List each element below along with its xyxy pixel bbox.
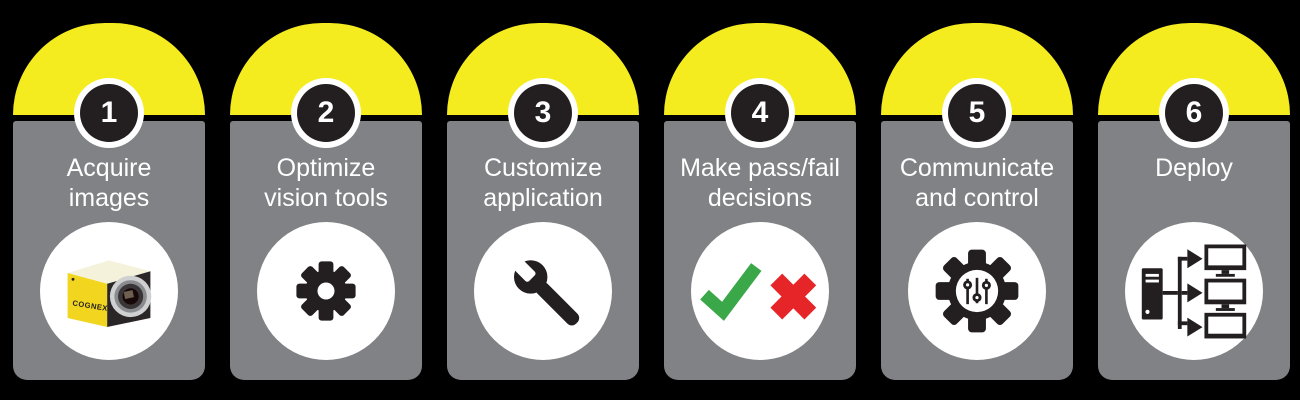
step-number-badge: 3 bbox=[508, 78, 578, 148]
step-number: 4 bbox=[731, 84, 789, 142]
step-icon-circle bbox=[908, 222, 1046, 360]
step-icon-circle bbox=[257, 222, 395, 360]
check-icon bbox=[700, 263, 762, 321]
gear-icon bbox=[296, 261, 356, 321]
x-icon bbox=[770, 273, 817, 320]
step-card-6: 6 Deploy bbox=[1098, 23, 1290, 380]
step-label: Acquire images bbox=[66, 154, 152, 212]
step-number-badge: 2 bbox=[291, 78, 361, 148]
pass-fail-icon bbox=[700, 263, 817, 321]
step-number: 1 bbox=[80, 84, 138, 142]
step-number-badge: 1 bbox=[74, 78, 144, 148]
deploy-network-icon bbox=[1141, 244, 1247, 339]
wrench-icon bbox=[509, 255, 580, 326]
step-card-4: 4 Make pass/fail decisions bbox=[664, 23, 856, 380]
step-icon-circle bbox=[1125, 222, 1263, 360]
gear-sliders-icon bbox=[935, 249, 1019, 333]
step-number: 6 bbox=[1165, 84, 1223, 142]
step-label: Make pass/fail decisions bbox=[680, 154, 840, 212]
step-icon-circle bbox=[691, 222, 829, 360]
step-icon-circle bbox=[474, 222, 612, 360]
step-label: Optimize vision tools bbox=[264, 154, 388, 212]
step-card-3: 3 Customize application bbox=[447, 23, 639, 380]
step-number-badge: 6 bbox=[1159, 78, 1229, 148]
step-label: Customize application bbox=[483, 154, 603, 212]
step-card-2: 2 Optimize vision tools bbox=[230, 23, 422, 380]
step-label: Communicate and control bbox=[899, 154, 1055, 212]
step-icon-circle: COGNEX bbox=[40, 222, 178, 360]
step-number-badge: 4 bbox=[725, 78, 795, 148]
step-label: Deploy bbox=[1155, 154, 1233, 182]
step-number: 2 bbox=[297, 84, 355, 142]
step-card-1: 1 Acquire images COGNEX bbox=[13, 23, 205, 380]
step-number: 3 bbox=[514, 84, 572, 142]
step-card-5: 5 Communicate and control bbox=[881, 23, 1073, 380]
step-number-badge: 5 bbox=[942, 78, 1012, 148]
cognex-camera-icon: COGNEX bbox=[67, 260, 152, 327]
step-number: 5 bbox=[948, 84, 1006, 142]
